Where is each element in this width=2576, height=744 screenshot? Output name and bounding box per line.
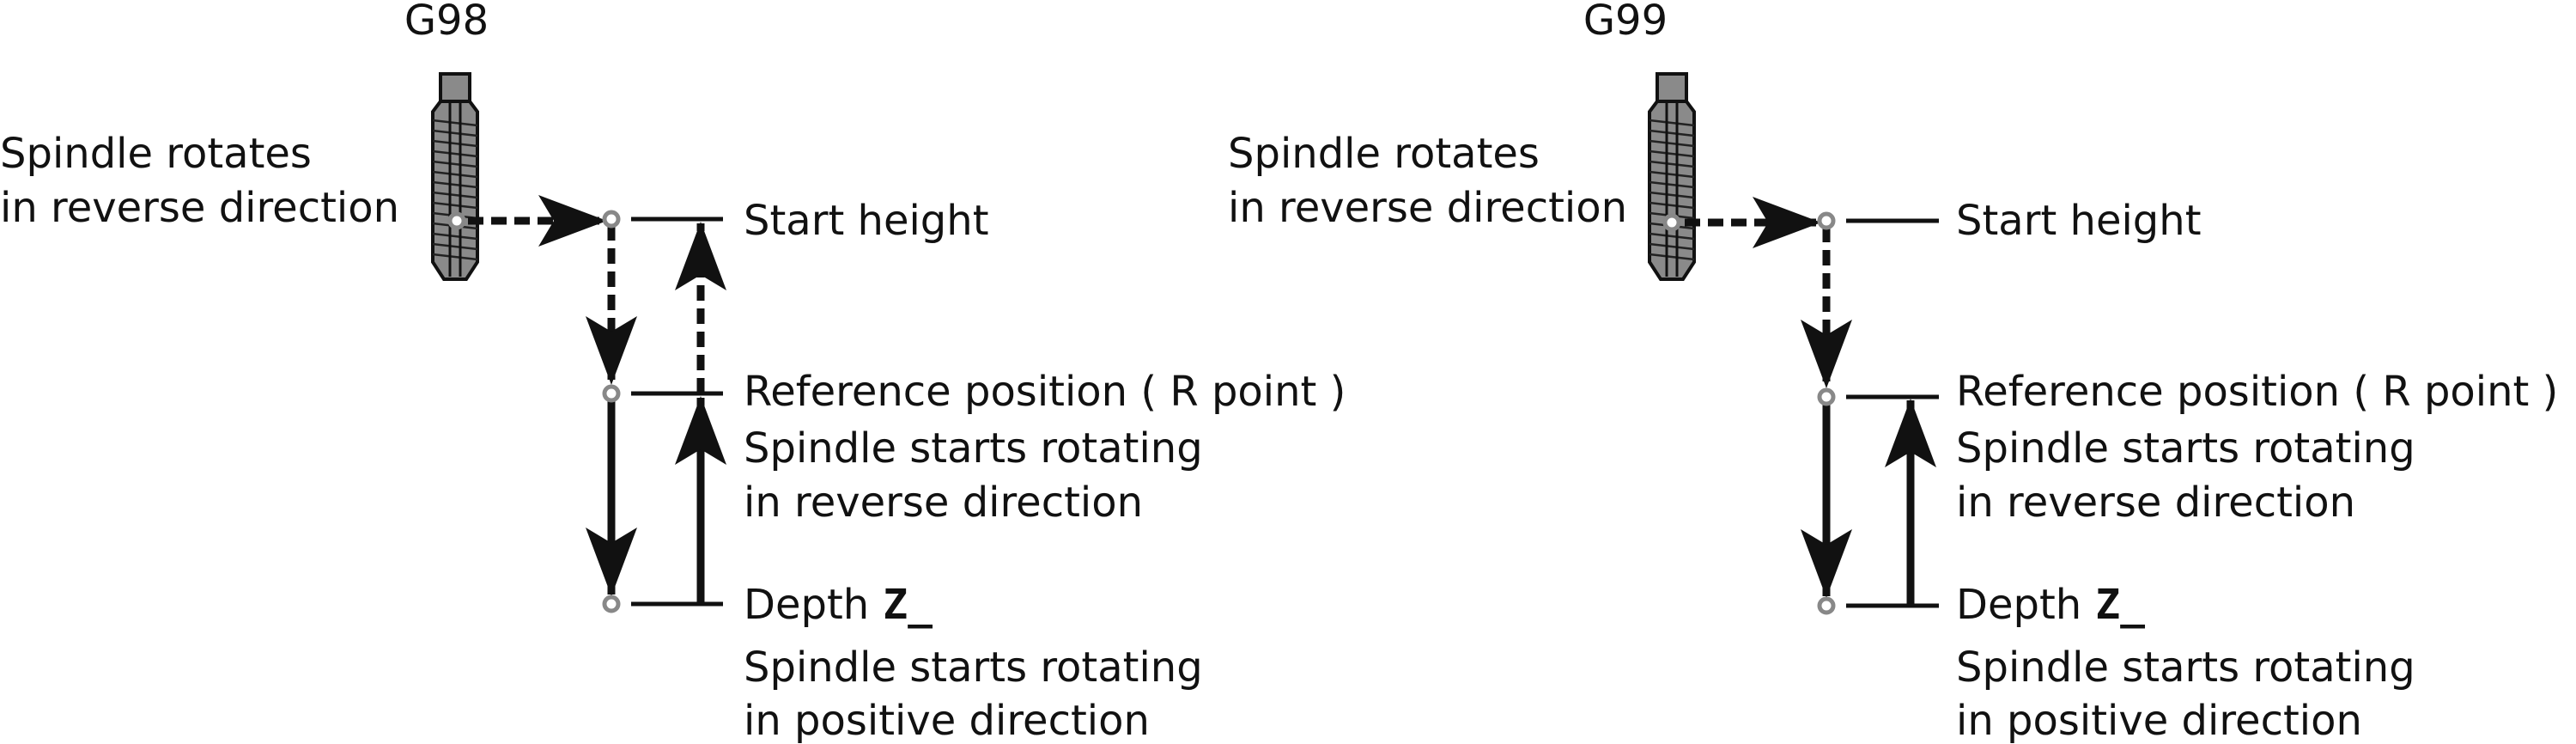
tool-label-line2: in reverse direction [0,184,399,232]
ref-note-line1: Spindle starts rotating [1956,424,2415,473]
tap-tool-icon [431,72,479,281]
depth-variable: Z_ [2095,581,2145,629]
panel-g99: G99 Spindle rotates in reverse direction… [1228,0,2558,744]
panel-title: G99 [1583,0,1668,45]
tool-label-line1: Spindle rotates [0,130,312,178]
depth-node [1817,596,1836,615]
start-node [1817,211,1836,230]
tool-label-line2: in reverse direction [1228,184,1627,232]
tool-tip-node [447,211,466,230]
ref-note-line2: in reverse direction [744,479,1143,527]
depth-variable: Z_ [883,581,933,629]
panel-title: G98 [404,0,489,45]
start-node [602,210,621,229]
ref-note-line1: Spindle starts rotating [744,424,1203,473]
depth-note-line1: Spindle starts rotating [1956,643,2415,692]
depth-prefix: Depth [744,581,869,629]
depth-note-line2: in positive direction [1956,697,2362,744]
depth-label: Depth Z_ [1956,581,2145,629]
ref-note-line2: in reverse direction [1956,479,2355,527]
panel-g98: G98 Spindle rotates in reverse direction… [0,0,1346,744]
reference-node [1817,387,1836,406]
tool-tip-node [1662,213,1681,232]
depth-node [602,595,621,613]
reference-position-label: Reference position ( R point ) [1956,368,2558,416]
start-height-label: Start height [744,197,989,245]
depth-note-line2: in positive direction [744,697,1150,744]
depth-label: Depth Z_ [744,581,933,629]
reference-position-label: Reference position ( R point ) [744,368,1346,416]
depth-note-line1: Spindle starts rotating [744,643,1203,692]
tap-tool-icon [1648,72,1696,281]
tool-label-line1: Spindle rotates [1228,130,1540,178]
reference-node [602,384,621,403]
start-height-label: Start height [1956,197,2202,245]
depth-prefix: Depth [1956,581,2081,629]
